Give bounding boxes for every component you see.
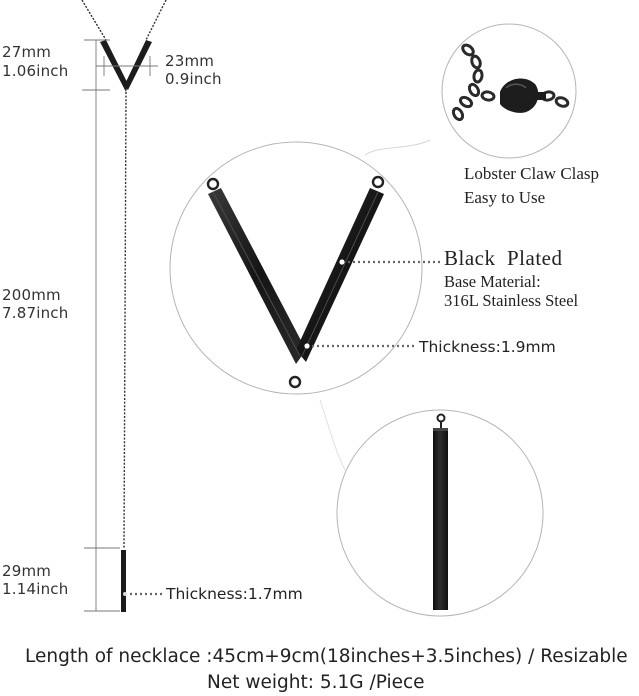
dimension-guides bbox=[82, 39, 158, 612]
clasp-detail bbox=[364, 23, 577, 159]
full-necklace bbox=[81, 0, 167, 612]
chain-length-mm: 200mm bbox=[2, 286, 61, 304]
clasp-label-line1: Lobster Claw Clasp bbox=[464, 164, 600, 183]
v-thickness-label: Thickness:1.9mm bbox=[419, 338, 556, 356]
leader-lines bbox=[130, 260, 440, 596]
v-pendant-detail bbox=[169, 141, 423, 395]
drop-bar-detail bbox=[319, 399, 544, 617]
clasp-label-line2: Easy to Use bbox=[464, 188, 546, 207]
material-line1: Base Material: bbox=[444, 272, 541, 291]
top-length-mm: 27mm bbox=[2, 43, 52, 61]
v-width-inch: 0.9inch bbox=[165, 70, 222, 88]
net-weight-text: Net weight: 5.1G /Piece bbox=[207, 672, 425, 693]
bar-thickness-label: Thickness:1.7mm bbox=[166, 585, 303, 603]
material-title: Black Plated bbox=[444, 246, 563, 270]
necklace-length-text: Length of necklace :45cm+9cm(18inches+3.… bbox=[25, 646, 628, 667]
v-width-mm: 23mm bbox=[165, 52, 215, 70]
chain-length-inch: 7.87inch bbox=[2, 304, 69, 322]
material-line2: 316L Stainless Steel bbox=[444, 291, 579, 310]
bar-length-inch: 1.14inch bbox=[2, 580, 69, 598]
bar-length-mm: 29mm bbox=[2, 562, 52, 580]
top-length-inch: 1.06inch bbox=[2, 62, 69, 80]
